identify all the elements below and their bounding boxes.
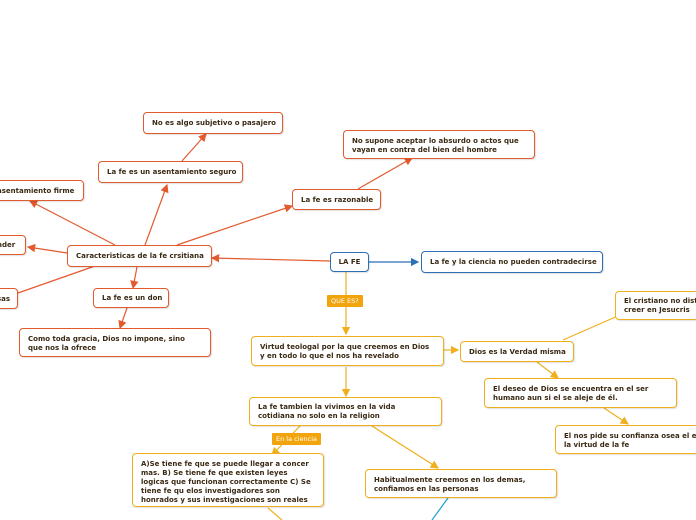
node-nder[interactable]: nder <box>0 235 26 255</box>
link-razonable-noabsurdo <box>357 157 414 190</box>
link-verdad-deseo <box>536 361 559 379</box>
link-don-gracia <box>118 307 128 330</box>
link-abc-offscreen <box>267 507 283 520</box>
link-deseo-nospide <box>603 407 629 425</box>
node-nos-pide[interactable]: El nos pide su confianza osea el ej la v… <box>555 425 696 454</box>
node-habitualmente[interactable]: Habitualmente creemos en los demas, conf… <box>365 469 557 498</box>
link-caracteristicas-asentamiento <box>144 183 169 246</box>
node-virtud-teologal[interactable]: Virtud teologal por la que creemos en Di… <box>251 336 444 366</box>
link-asentamiento-nosubjetivo <box>181 133 207 162</box>
link-caracteristicas-nder <box>26 243 68 254</box>
tag-en-la-ciencia: En la ciencia <box>272 433 322 445</box>
node-abc-ciencia[interactable]: A)Se tiene fe que se puede llegar a conc… <box>132 453 324 507</box>
node-asentamiento-firme[interactable]: asentamiento firme <box>0 180 84 201</box>
node-vida-cotidiana[interactable]: La fe tambien la vivimos en la vida coti… <box>249 397 442 426</box>
node-sas[interactable]: sas <box>0 288 18 309</box>
link-cotidiana-habitualmente <box>371 425 440 469</box>
node-don[interactable]: La fe es un don <box>93 288 169 308</box>
node-no-absurdo[interactable]: No supone aceptar lo absurdo o actos que… <box>343 130 535 159</box>
node-no-subjetivo[interactable]: No es algo subjetivo o pasajero <box>143 112 283 134</box>
link-caracteristicas-razonable <box>176 204 294 246</box>
tag-que-es: QUE ES? <box>327 295 363 307</box>
link-central-caracteristicas <box>210 253 331 263</box>
node-cristiano-no-dist[interactable]: El cristiano no dist y creer en Jesucris <box>615 291 696 320</box>
link-caracteristicas-don <box>130 266 139 290</box>
node-caracteristicas[interactable]: Caracteristicas de la fe crsitiana <box>67 245 212 267</box>
link-habitualmente-offscreen <box>431 497 449 520</box>
link-verdad-cristiano <box>562 314 621 341</box>
node-ciencia-no-contradice[interactable]: La fe y la ciencia no pueden contradecir… <box>421 251 603 273</box>
node-como-toda-gracia[interactable]: Como toda gracia, Dios no impone, sino q… <box>19 328 211 357</box>
node-verdad-misma[interactable]: Dios es la Verdad misma <box>460 341 574 362</box>
node-la-fe[interactable]: LA FE <box>330 252 369 272</box>
node-asentamiento-seguro[interactable]: La fe es un asentamiento seguro <box>98 161 243 183</box>
node-deseo-de-dios[interactable]: El deseo de Dios se encuentra en el ser … <box>484 378 677 408</box>
link-caracteristicas-firme <box>28 200 116 246</box>
node-razonable[interactable]: La fe es razonable <box>292 189 381 210</box>
link-caracteristicas-sas <box>17 265 96 294</box>
